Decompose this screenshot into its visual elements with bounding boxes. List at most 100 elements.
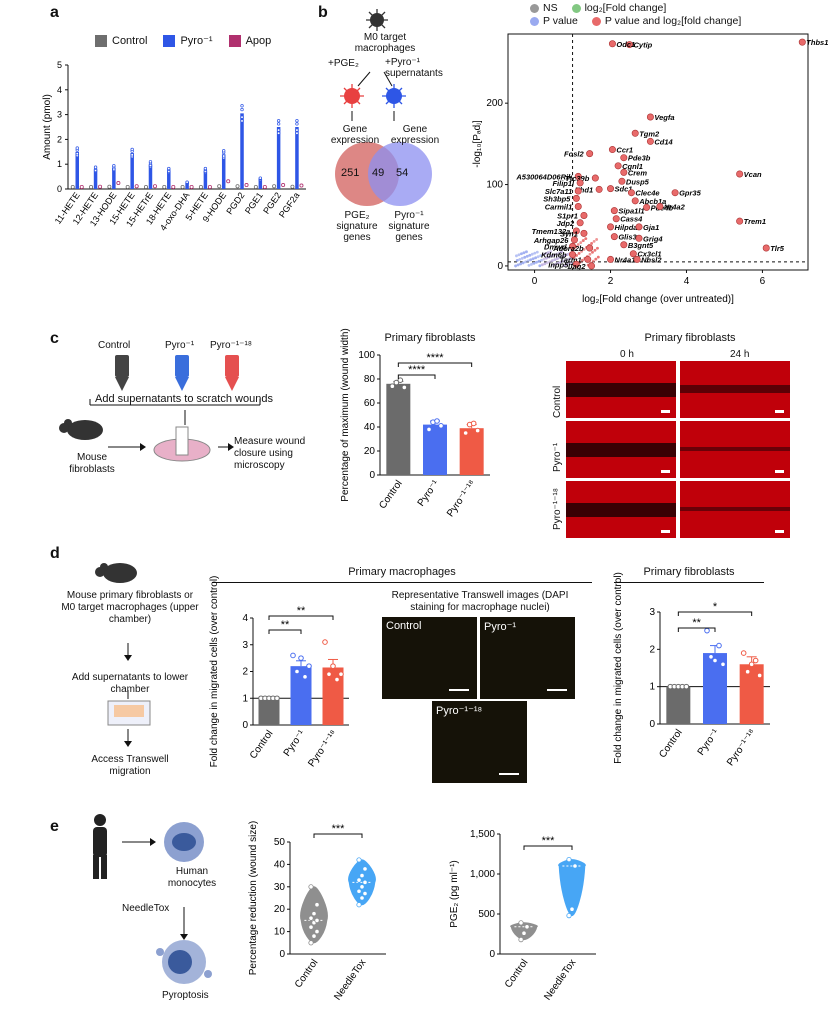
chart-e1-point bbox=[308, 940, 314, 946]
b-gene-label-Fosl2: Fosl2 bbox=[564, 150, 584, 159]
chart-e1-xtick-0: Control bbox=[293, 957, 321, 990]
b-gene-label-Ehd1: Ehd1 bbox=[575, 185, 593, 194]
b-bg-point bbox=[522, 251, 526, 255]
chart-c-xtick-2: Pyro⁻¹⁻¹⁸ bbox=[445, 478, 478, 519]
a-point-Apop bbox=[134, 184, 139, 189]
chart-e2-point bbox=[572, 863, 578, 869]
chart-e1-point bbox=[314, 917, 320, 924]
b-bg-point bbox=[537, 259, 541, 263]
a-point bbox=[203, 166, 208, 171]
a-xtick-PGD2: PGD2 bbox=[224, 190, 246, 216]
b-bg-point bbox=[536, 255, 540, 259]
m0-macrophage-icon bbox=[366, 9, 388, 31]
panel-d-macrophage-bar-chart: Fold change in migrated cells (over cont… bbox=[209, 576, 349, 769]
d-schema-top: Mouse primary fibroblasts or M0 target m… bbox=[61, 590, 199, 625]
b-gene-label-Vcan: Vcan bbox=[744, 170, 762, 179]
a-point-Control bbox=[272, 184, 277, 189]
b-bg-point bbox=[596, 246, 599, 250]
b-gene-label-Cass4: Cass4 bbox=[620, 215, 643, 224]
d1-sig2-label: ** bbox=[297, 605, 306, 617]
petri-dish-icon bbox=[153, 426, 211, 462]
a-bar-PGF2a bbox=[295, 127, 299, 189]
chart-c-point bbox=[434, 418, 440, 424]
transwell-control-image: Control bbox=[382, 617, 477, 699]
micrograph-pyro-0h bbox=[566, 421, 676, 478]
b-gene-label-Slc7a11: Slc7a11 bbox=[545, 187, 572, 196]
tube-pyro-icon bbox=[175, 355, 189, 391]
b-point-Ttc39b bbox=[591, 174, 599, 182]
d-schema-mid: Add supernatants to lower chamber bbox=[71, 672, 189, 695]
b-gene-label-Tmem132a: Tmem132a bbox=[532, 227, 571, 236]
d2-sig1-bracket bbox=[677, 627, 716, 632]
b-bg-point bbox=[541, 253, 545, 257]
volcano-legend: NS log₂[Fold change] P value P value and… bbox=[530, 2, 790, 28]
d-schema-bottom: Access Transwell migration bbox=[91, 754, 169, 777]
a-point bbox=[130, 153, 134, 157]
b-bg-point bbox=[581, 258, 584, 262]
b-point-Gpr35 bbox=[671, 189, 679, 197]
b-gene-label-Tarm1: Tarm1 bbox=[560, 255, 582, 264]
chart-c-ytick-label: 100 bbox=[358, 350, 375, 361]
b-point-Vcan bbox=[736, 170, 744, 178]
chart-d2-point bbox=[752, 657, 759, 664]
c-add-text: Add supernatants to scratch wounds bbox=[95, 393, 273, 405]
a-point bbox=[130, 147, 134, 152]
b-bg-point bbox=[555, 257, 559, 261]
a-bar-18-HETE bbox=[167, 170, 171, 189]
chart-e2-sig-label: *** bbox=[542, 835, 556, 847]
chart-d2-bar-0 bbox=[666, 686, 691, 724]
a-point bbox=[276, 122, 281, 126]
b-bg-point bbox=[580, 250, 583, 253]
b-point-Trem1 bbox=[736, 217, 744, 225]
b-sig-left: PGE₂ signature genes bbox=[336, 210, 378, 243]
a-point-Apop bbox=[98, 184, 103, 189]
b-bg-point bbox=[543, 262, 547, 266]
a-point bbox=[75, 152, 79, 156]
tube-pyro18-icon bbox=[225, 355, 239, 391]
b-bg-point bbox=[535, 260, 538, 264]
pge2-macrophage-icon bbox=[340, 84, 364, 108]
chart-e1-ytick-label: 20 bbox=[274, 904, 286, 915]
b-bg-point bbox=[520, 256, 524, 260]
c-sig1-bracket bbox=[397, 374, 436, 379]
a-point bbox=[240, 115, 244, 119]
b-point-Odc1 bbox=[608, 40, 616, 48]
chart-d1-point bbox=[322, 639, 328, 645]
chart-c-bar-1 bbox=[423, 424, 447, 475]
chart-e1-ytick-label: 10 bbox=[274, 927, 286, 938]
b-gene-label-Clec4e: Clec4e bbox=[635, 189, 659, 198]
a-point-Apop bbox=[299, 183, 304, 188]
chart-d2-ytick-label: 0 bbox=[649, 719, 655, 730]
b-ytick-label: 100 bbox=[486, 180, 503, 191]
b-gene-label-Ttc39b: Ttc39b bbox=[565, 174, 590, 183]
b-bg-point bbox=[535, 250, 539, 254]
b-bg-point bbox=[517, 253, 521, 257]
chart-e1-point bbox=[362, 890, 368, 897]
chart-e1-point bbox=[362, 866, 368, 872]
scale-bar bbox=[547, 689, 567, 691]
b-gene-label-Trem1: Trem1 bbox=[744, 217, 766, 226]
b-bg-point bbox=[523, 255, 527, 259]
chart-e2-point bbox=[518, 920, 524, 926]
a-point bbox=[148, 160, 153, 164]
scale-bar bbox=[775, 410, 784, 413]
b-title: M0 target macrophages bbox=[354, 32, 416, 54]
venn-right-count: 54 bbox=[396, 167, 409, 179]
b-gene-label-Sh3bp5: Sh3bp5 bbox=[543, 194, 571, 203]
b-xtick-label: 2 bbox=[608, 276, 614, 287]
b-point-Inpp5j bbox=[572, 260, 580, 268]
b-bg-point bbox=[551, 263, 555, 267]
b-gene-expr-right: Gene expression bbox=[390, 124, 440, 146]
b-point-Vegfa bbox=[646, 113, 654, 121]
a-ytick-label: 2 bbox=[57, 134, 62, 144]
chart-e2-ylabel: PGE₂ (pg ml⁻¹) bbox=[449, 860, 460, 928]
a-ylabel: Amount (pmol) bbox=[42, 94, 53, 160]
legend-dot-p bbox=[530, 17, 539, 26]
chart-d2-point bbox=[740, 650, 747, 656]
chart-e2-ytick-label: 0 bbox=[489, 949, 495, 960]
chart-d1-ytick-label: 4 bbox=[242, 613, 248, 624]
b-bg-point bbox=[519, 262, 523, 266]
b-gene-label-Odc1: Odc1 bbox=[616, 40, 635, 49]
a-bar-PGE2 bbox=[276, 127, 281, 189]
